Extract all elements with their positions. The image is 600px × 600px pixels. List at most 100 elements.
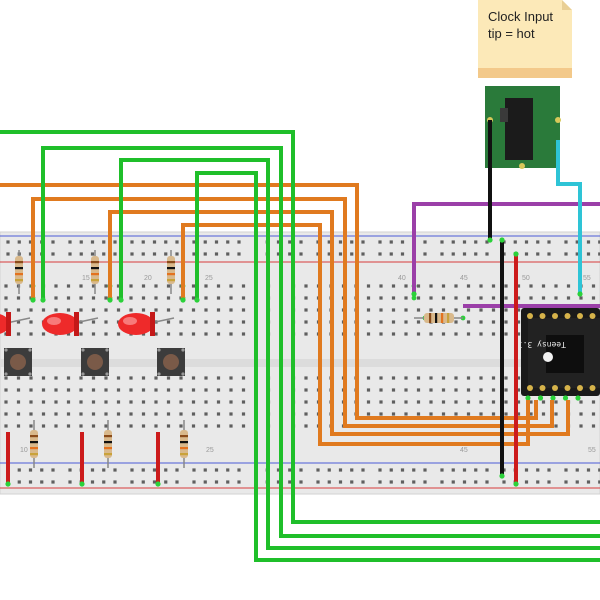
hole xyxy=(454,284,458,288)
wire-end xyxy=(513,251,519,257)
hole xyxy=(541,400,546,404)
resistor-band xyxy=(429,313,432,323)
hole xyxy=(90,468,95,472)
hole xyxy=(16,388,21,392)
hole xyxy=(598,252,600,256)
hole xyxy=(404,376,408,380)
hole xyxy=(474,480,478,484)
hole xyxy=(141,376,146,380)
hole xyxy=(28,480,33,484)
hole xyxy=(203,240,207,244)
hole xyxy=(90,480,95,484)
hole xyxy=(504,412,508,416)
hole xyxy=(479,412,483,416)
hole xyxy=(226,468,230,472)
hole xyxy=(191,412,196,416)
hole xyxy=(179,424,183,428)
hole xyxy=(299,240,303,244)
note-line-2: tip = hot xyxy=(488,26,535,41)
hole xyxy=(226,480,230,484)
hole xyxy=(164,480,168,484)
hole xyxy=(299,468,303,472)
hole xyxy=(130,468,134,472)
hole xyxy=(479,320,483,324)
led-rim xyxy=(74,312,79,336)
hole xyxy=(350,468,354,472)
hole xyxy=(104,284,108,288)
wire-end xyxy=(411,291,417,297)
hole xyxy=(416,296,421,300)
hole xyxy=(338,480,343,484)
hole xyxy=(441,388,446,392)
hole xyxy=(68,480,72,484)
hole xyxy=(466,284,471,288)
hole xyxy=(524,480,529,484)
hole xyxy=(516,320,521,324)
column-numbers: 15 20 25 40 45 50 55 10 25 45 55 xyxy=(20,275,596,454)
connected-hole xyxy=(411,295,417,301)
hole xyxy=(404,284,408,288)
clock-input-note: Clock Input tip = hot xyxy=(478,0,572,78)
hole xyxy=(204,296,208,300)
hole xyxy=(479,376,483,380)
hole xyxy=(216,388,221,392)
hole xyxy=(485,480,489,484)
hole xyxy=(237,252,241,256)
hole xyxy=(4,284,8,288)
col-num: 20 xyxy=(144,275,152,282)
hole xyxy=(152,468,157,472)
hole xyxy=(129,376,133,380)
hole xyxy=(440,240,444,244)
hole xyxy=(175,240,179,244)
button-cap xyxy=(87,354,103,370)
hole xyxy=(327,480,331,484)
hole xyxy=(566,296,571,300)
hole xyxy=(379,308,383,312)
hole xyxy=(400,468,405,472)
hole xyxy=(462,468,467,472)
hole xyxy=(29,376,33,380)
hole xyxy=(241,424,246,428)
hole xyxy=(116,284,121,288)
hole xyxy=(304,412,308,416)
resistor-band xyxy=(167,273,175,276)
hole xyxy=(179,332,183,336)
hole xyxy=(116,332,121,336)
hole xyxy=(152,252,157,256)
hole xyxy=(54,308,58,312)
hole xyxy=(141,468,145,472)
hole xyxy=(166,320,171,324)
hole xyxy=(474,468,478,472)
hole xyxy=(454,412,458,416)
hole xyxy=(16,332,21,336)
hole xyxy=(491,284,496,288)
hole xyxy=(366,412,371,416)
hole xyxy=(288,480,292,484)
hole xyxy=(366,388,371,392)
hole xyxy=(17,468,21,472)
hole xyxy=(229,400,233,404)
resistor-band xyxy=(91,261,99,264)
hole xyxy=(141,480,145,484)
button-corner xyxy=(28,372,32,376)
hole xyxy=(229,424,233,428)
hole xyxy=(79,296,83,300)
hole xyxy=(29,412,33,416)
hole xyxy=(129,400,133,404)
hole xyxy=(166,400,171,404)
hole xyxy=(423,468,427,472)
hole xyxy=(40,480,44,484)
hole xyxy=(423,480,427,484)
hole xyxy=(68,252,72,256)
hole xyxy=(366,296,371,300)
hole xyxy=(229,284,233,288)
hole xyxy=(104,320,108,324)
cyan-wire xyxy=(556,140,582,294)
hole xyxy=(554,296,558,300)
hole xyxy=(423,240,427,244)
hole xyxy=(41,400,46,404)
hole xyxy=(28,468,33,472)
hole xyxy=(541,296,546,300)
hole xyxy=(366,400,371,404)
resistor-band xyxy=(91,273,99,276)
